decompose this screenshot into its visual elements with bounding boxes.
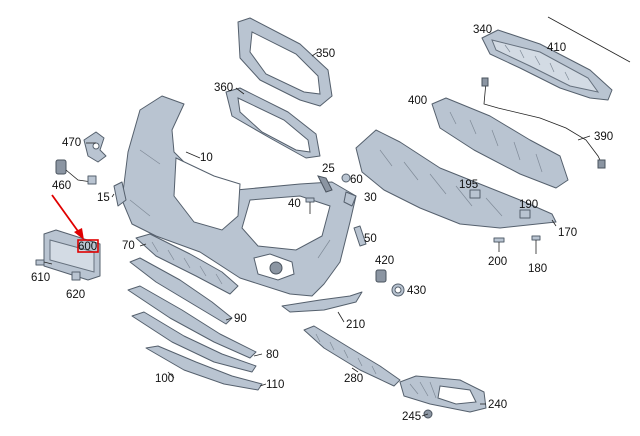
part-180-screw: [531, 235, 541, 254]
callout-245: 245: [402, 411, 421, 423]
callout-400: 400: [408, 95, 427, 107]
part-80-trim-strip: [127, 285, 257, 359]
part-410-reinforcement-beam: [481, 16, 631, 101]
part-610-screw: [35, 259, 53, 266]
callout-390: 390: [594, 131, 613, 143]
callout-labels: 340 410 350 360 400 390 470 10 25 60 460…: [31, 24, 613, 423]
part-60-clip: [341, 173, 351, 183]
part-25-clip: [317, 175, 333, 193]
part-50-bolt: [353, 225, 367, 247]
callout-190: 190: [519, 199, 538, 211]
callout-25: 25: [322, 163, 335, 175]
callout-50: 50: [364, 233, 377, 245]
part-195-clip: [469, 189, 481, 199]
part-40-screw: [305, 197, 315, 214]
part-200-screw: [493, 237, 505, 252]
part-280-lower-strip: [303, 325, 401, 387]
callout-90: 90: [234, 313, 247, 325]
callout-340: 340: [473, 24, 492, 36]
callout-620: 620: [66, 289, 85, 301]
callout-80: 80: [266, 349, 279, 361]
part-30-fastener: [343, 191, 357, 207]
callout-600: 600: [78, 241, 97, 253]
part-390-wiring-harness: [481, 77, 606, 169]
part-360-grille-insert: [225, 87, 321, 159]
part-400-energy-absorber: [431, 97, 569, 189]
callout-610: 610: [31, 272, 50, 284]
callout-460: 460: [52, 180, 71, 192]
part-190-clip: [519, 209, 531, 219]
callout-40: 40: [288, 198, 301, 210]
part-620-nut: [71, 271, 81, 281]
part-110-trim-strip: [145, 345, 263, 391]
part-240-fog-grille: [399, 375, 487, 413]
callout-110: 110: [266, 379, 284, 391]
callout-60: 60: [350, 174, 363, 186]
callout-430: 430: [407, 285, 426, 297]
callout-240: 240: [488, 399, 507, 411]
callout-360: 360: [214, 82, 233, 94]
part-70-lower-grille: [135, 233, 239, 295]
part-15-clip: [113, 181, 127, 207]
part-350-grille-frame: [237, 17, 333, 107]
callout-195: 195: [459, 179, 478, 191]
callout-200: 200: [488, 256, 507, 268]
part-600-license-plate-bracket: [43, 229, 101, 281]
callout-470: 470: [62, 137, 81, 149]
part-210-side-trim: [281, 291, 363, 313]
callout-170: 170: [558, 227, 577, 239]
callout-280: 280: [344, 373, 363, 385]
highlight-arrow: [51, 194, 84, 240]
callout-410: 410: [547, 42, 566, 54]
callout-180: 180: [528, 263, 547, 275]
callout-100: 100: [155, 373, 174, 385]
leader-lines: [86, 51, 591, 417]
callout-10: 10: [200, 152, 213, 164]
part-420-sensor: [375, 269, 387, 283]
callout-30: 30: [364, 192, 377, 204]
part-460-sensor: [55, 159, 97, 185]
part-100-trim-strip: [131, 311, 257, 373]
part-170-underbody-panel: [355, 129, 557, 229]
part-10-bumper-cover: [121, 95, 357, 297]
callout-350: 350: [316, 48, 335, 60]
callout-210: 210: [346, 319, 365, 331]
callout-420: 420: [375, 255, 394, 267]
callout-70: 70: [122, 240, 135, 252]
callout-15: 15: [97, 192, 110, 204]
highlight-box-600: [77, 239, 99, 253]
part-430-ring: [391, 283, 405, 297]
part-470-bracket: [83, 131, 107, 163]
